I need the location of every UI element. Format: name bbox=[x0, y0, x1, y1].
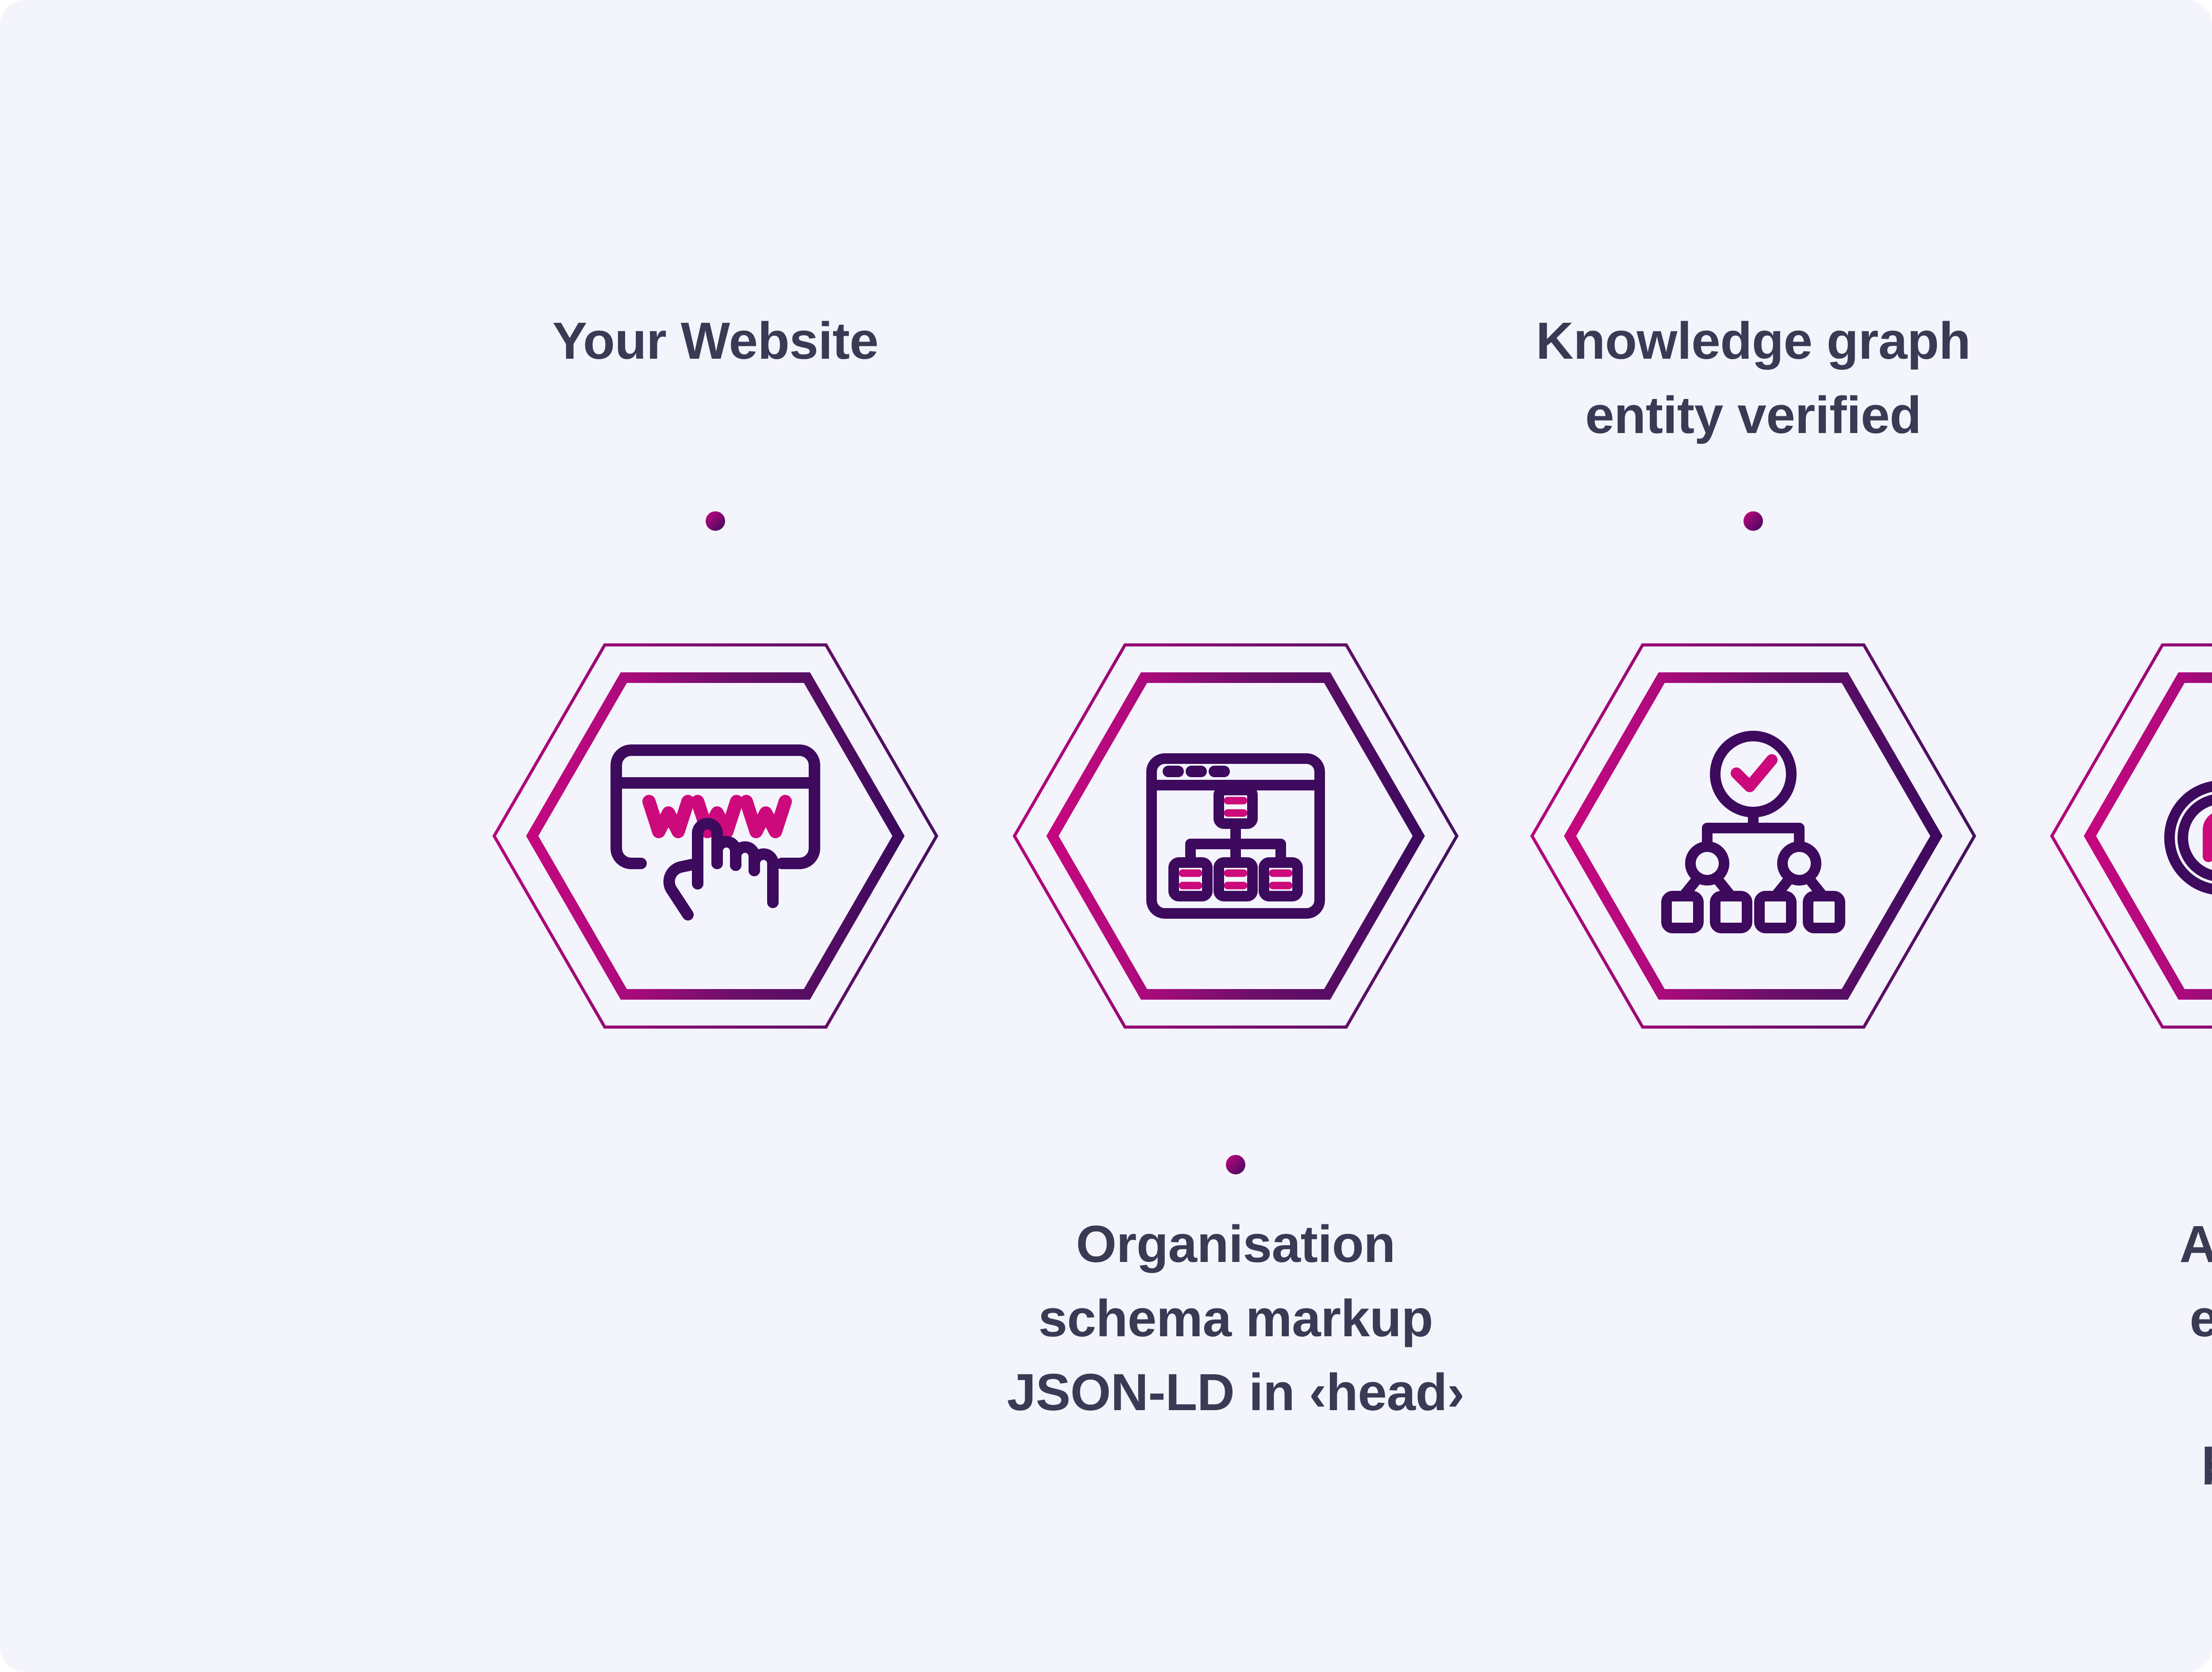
hierarchy-tree bbox=[1185, 818, 1286, 868]
node-circle-left bbox=[1685, 841, 1729, 886]
step-label-2: Organisation schema markup JSON-LD in ‹h… bbox=[1007, 1215, 1464, 1422]
hexagon-step-4[interactable] bbox=[2052, 645, 2212, 1027]
browser-www-click-icon bbox=[611, 744, 820, 920]
step-label-3: Knowledge graph entity verified bbox=[1536, 312, 1971, 445]
answer-engine-citation-icon bbox=[2164, 781, 2212, 895]
hexagon-step-1[interactable] bbox=[494, 645, 937, 1027]
pointing-hand-cursor bbox=[663, 818, 779, 920]
leaf-squares bbox=[1661, 891, 1845, 933]
check-mark bbox=[1731, 754, 1778, 792]
verified-knowledge-graph-icon bbox=[1661, 731, 1845, 933]
browser-sitemap-icon bbox=[1146, 753, 1325, 919]
leader-dot-step-1 bbox=[706, 511, 725, 531]
hexagon-step-3[interactable] bbox=[1532, 645, 1974, 1027]
leader-dot-step-3 bbox=[1743, 511, 1763, 531]
step-label-1: Your Website bbox=[552, 312, 879, 370]
node-boxes bbox=[1168, 785, 1303, 901]
leader-line-step-3 bbox=[1743, 511, 1763, 645]
leader-line-step-2 bbox=[1226, 1026, 1245, 1174]
answer-badge-a bbox=[2164, 781, 2212, 895]
step-label-4: Answer engine cites brand bbox=[2179, 1215, 2212, 1496]
leader-dot-step-2 bbox=[1226, 1155, 1245, 1174]
tree-connector bbox=[1702, 807, 1805, 852]
node-circle-right bbox=[1777, 841, 1821, 886]
hexagon-step-2[interactable] bbox=[1014, 645, 1457, 1027]
leader-line-step-1 bbox=[706, 511, 725, 645]
